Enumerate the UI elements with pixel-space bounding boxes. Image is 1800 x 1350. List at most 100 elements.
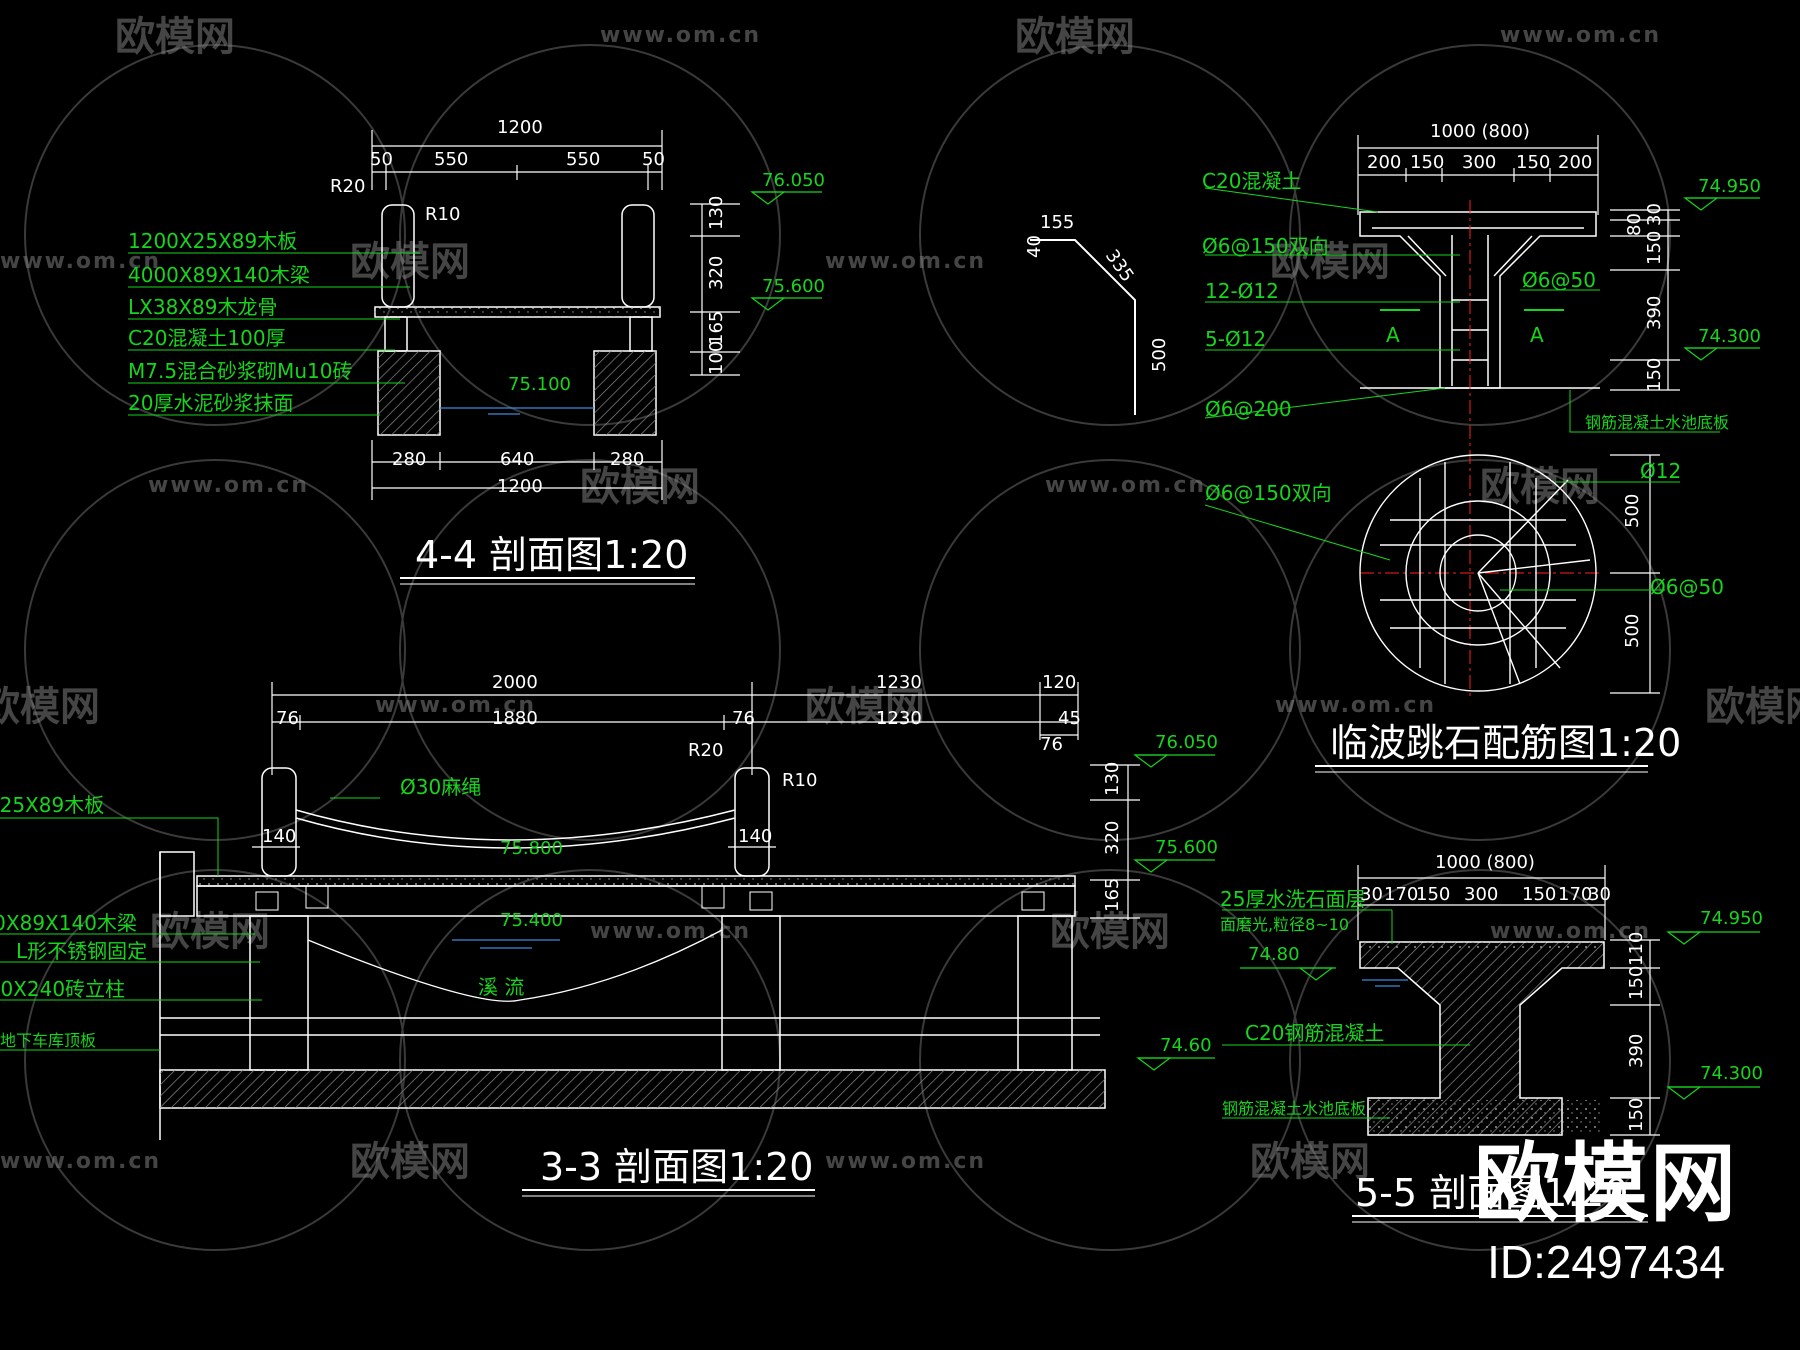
- dim-text: 500: [1149, 338, 1170, 372]
- dim-text: 40: [1024, 235, 1045, 258]
- watermark-text-layer: 欧模网 www.om.cn 欧模网 www.om.cn www.om.cn 欧模…: [0, 14, 1800, 1185]
- elevation-label: 74.300: [1698, 326, 1761, 347]
- dim-text: 150: [1410, 152, 1444, 173]
- dim-text: 300: [1464, 884, 1498, 905]
- rebar-right-dims: 30 80 150 390 150: [1624, 203, 1665, 392]
- water-line: [440, 407, 594, 415]
- watermark-url: www.om.cn: [825, 249, 986, 274]
- callout-label: Ø6@200: [1205, 397, 1292, 421]
- callout-label: Ø6@150双向: [1202, 234, 1329, 258]
- radius-label: R20: [688, 740, 723, 761]
- callout-label: 4000X89X140木梁: [0, 911, 137, 935]
- callout-label: C20钢筋混凝土: [1245, 1021, 1384, 1045]
- rebar-elevation-markers: [1683, 197, 1760, 361]
- deck-board-fill: [375, 307, 660, 317]
- elevation-label: 74.950: [1700, 908, 1763, 929]
- dim-text: 500: [1622, 494, 1643, 528]
- elevation-label: 75.100: [508, 374, 571, 395]
- dim-text: 1880: [492, 708, 538, 729]
- section-mark: A: [1530, 323, 1544, 347]
- beam-blocks: [255, 885, 1045, 911]
- section-5-5-elevation-markers: [1240, 931, 1760, 1100]
- brick-pier-hatch: [594, 351, 656, 435]
- washed-stone-layer: [1360, 942, 1604, 950]
- dim-text: 280: [392, 449, 426, 470]
- watermark-url: www.om.cn: [0, 1149, 161, 1174]
- callout-label: 20厚水泥砂浆抹面: [128, 391, 293, 415]
- callout-label: C20混凝土: [1202, 169, 1301, 193]
- watermark-logo: 欧模网: [115, 14, 235, 60]
- watermark-logo: 欧模网: [1015, 14, 1135, 60]
- elevation-label: 74.950: [1698, 176, 1761, 197]
- section-4-4-right-dims: 130 320 165 100: [706, 196, 727, 375]
- dim-text: 150: [1644, 358, 1665, 392]
- callout-label: M7.5混合砂浆砌Mu10砖: [128, 359, 352, 383]
- section-4-4-dim-lines: [371, 130, 740, 500]
- watermark-logo: 欧模网: [1480, 464, 1600, 510]
- section-5-5: 1000 (800) 30 170 150 300 150 170 30 110…: [1220, 852, 1763, 1223]
- dim-text: 150: [1626, 966, 1647, 1000]
- callout-label: C20混凝土100厚: [128, 326, 286, 350]
- watermark-url: www.om.cn: [825, 1149, 986, 1174]
- rebar-leaders: [1204, 187, 1720, 433]
- dim-text: 130: [706, 196, 727, 230]
- section-4-4-title: 4-4 剖面图1:20: [415, 533, 688, 577]
- watermark-url: www.om.cn: [600, 23, 761, 48]
- deck-board-fill: [197, 876, 1075, 886]
- dim-text: 550: [566, 149, 600, 170]
- elevation-label: 74.80: [1248, 944, 1300, 965]
- watermark-logo: 欧模网: [1270, 239, 1390, 285]
- dim-text: 130: [1102, 762, 1123, 796]
- brand-id: ID:2497434: [1487, 1235, 1725, 1288]
- watermark-url: www.om.cn: [148, 473, 309, 498]
- callout-label: Ø6@150双向: [1205, 481, 1332, 505]
- elevation-markers: [750, 191, 822, 311]
- dim-text: 1000 (800): [1435, 852, 1535, 873]
- dim-text: 150: [1644, 231, 1665, 265]
- radius-label: R20: [330, 176, 365, 197]
- elevation-label: 75.600: [762, 276, 825, 297]
- stream-curve: [307, 929, 723, 1002]
- dim-text: 80: [1624, 213, 1645, 236]
- callout-label: 5-Ø12: [1205, 327, 1266, 351]
- watermark-url: www.om.cn: [1500, 23, 1661, 48]
- watermark-logo: 欧模网: [580, 464, 700, 510]
- section-4-4-leaders: [128, 252, 420, 416]
- section-3-3-right-dims: 130 320 165: [1102, 762, 1123, 912]
- dim-text: 1200: [497, 476, 543, 497]
- dim-text: 1230: [876, 672, 922, 693]
- dim-text: 45: [1058, 708, 1081, 729]
- rebar-plan-leaders: [1204, 481, 1680, 591]
- callout-label: 1200X25X89木板: [128, 229, 297, 253]
- watermark-logo: 欧模网: [350, 1139, 470, 1185]
- dim-text: 170: [1384, 884, 1418, 905]
- section-mark: A: [1386, 323, 1400, 347]
- dim-text: 500: [1622, 614, 1643, 648]
- dim-text: 150: [1626, 1098, 1647, 1132]
- dim-text: 320: [1102, 821, 1123, 855]
- garage-slab-hatch: [160, 1070, 1105, 1108]
- dim-text: 280: [610, 449, 644, 470]
- elevation-label: 76.050: [1155, 732, 1218, 753]
- rebar-title: 临波跳石配筋图1:20: [1330, 721, 1681, 765]
- dim-text: 30: [1588, 884, 1611, 905]
- radius-label: R10: [425, 204, 460, 225]
- dim-text: 1200: [497, 117, 543, 138]
- callout-label: Ø6@50: [1650, 575, 1724, 599]
- elevation-label: 76.050: [762, 170, 825, 191]
- watermark-url: www.om.cn: [1045, 473, 1206, 498]
- dim-text: 200: [1558, 152, 1592, 173]
- callout-label: 4000X89X140木梁: [128, 263, 310, 287]
- section-3-3-elevation-markers: [1133, 754, 1215, 1071]
- dim-text: 550: [434, 149, 468, 170]
- elevation-label: 74.300: [1700, 1063, 1763, 1084]
- dim-text: 390: [1644, 296, 1665, 330]
- dim-text: 30: [1644, 203, 1665, 226]
- watermark-logo: 欧模网: [1705, 684, 1800, 730]
- callout-label: LX38X89木龙骨: [128, 295, 277, 319]
- dim-text: 76: [1040, 734, 1063, 755]
- stream-label: 溪 流: [478, 975, 524, 999]
- dim-text: 1230: [876, 708, 922, 729]
- elevation-label: 75.600: [1155, 837, 1218, 858]
